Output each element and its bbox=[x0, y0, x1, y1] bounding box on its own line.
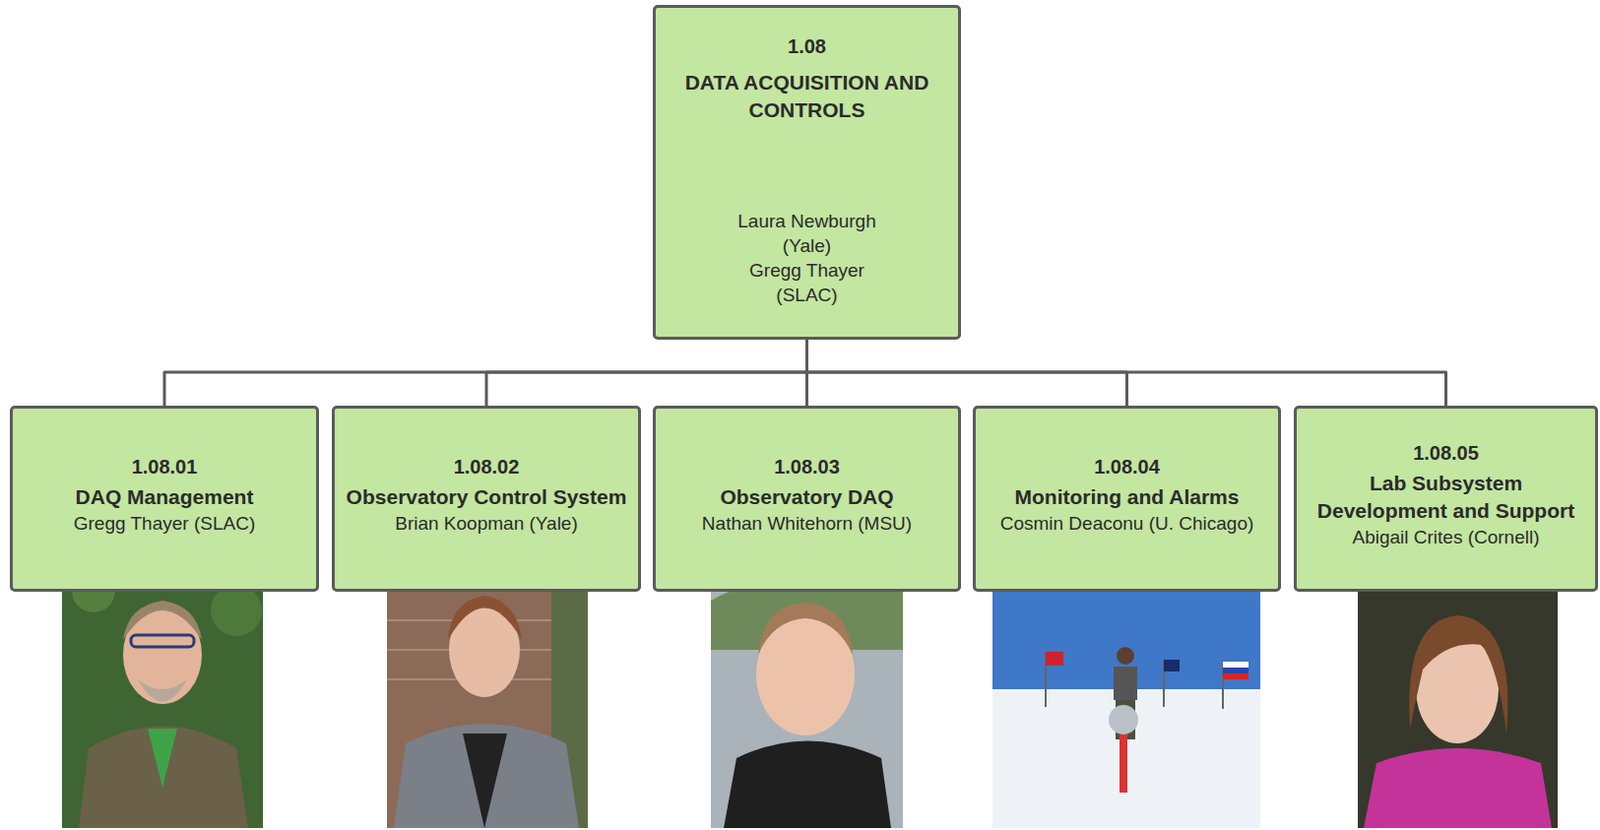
portrait-photo bbox=[386, 561, 588, 829]
section-title: Monitoring and Alarms bbox=[1015, 483, 1240, 512]
org-connector bbox=[164, 339, 808, 406]
wbs-number: 1.08.02 bbox=[453, 453, 520, 480]
team-box: 1.08.01DAQ ManagementGregg Thayer (SLAC) bbox=[9, 405, 320, 592]
portrait-photo bbox=[62, 561, 263, 829]
person-name: Gregg Thayer (SLAC) bbox=[729, 257, 886, 308]
person-name: Nathan Whitehorn (MSU) bbox=[702, 511, 912, 536]
section-title: Observatory DAQ bbox=[719, 483, 894, 512]
wbs-number: 1.08.01 bbox=[131, 453, 198, 480]
section-title: DATA ACQUISITION AND CONTROLS bbox=[663, 68, 951, 124]
org-connector bbox=[807, 339, 1447, 406]
team-box: 1.08.04Monitoring and AlarmsCosmin Deaco… bbox=[972, 405, 1281, 592]
department-box: 1.08DATA ACQUISITION AND CONTROLS Laura N… bbox=[652, 4, 961, 340]
portrait-photo bbox=[710, 561, 903, 829]
section-title: Lab Subsystem Development and Support bbox=[1304, 469, 1588, 524]
person-name: Brian Koopman (Yale) bbox=[394, 511, 578, 536]
wbs-number: 1.08 bbox=[787, 33, 827, 60]
portrait-photo bbox=[1357, 561, 1558, 829]
team-box: 1.08.05Lab Subsystem Development and Sup… bbox=[1293, 405, 1599, 592]
wbs-number: 1.08.05 bbox=[1412, 440, 1479, 466]
person-name: Gregg Thayer (SLAC) bbox=[73, 511, 256, 536]
section-title: Observatory Control System bbox=[346, 483, 628, 512]
wbs-number: 1.08.03 bbox=[773, 453, 840, 480]
team-box: 1.08.03Observatory DAQNathan Whitehorn (… bbox=[652, 405, 961, 592]
org-connector bbox=[486, 339, 808, 406]
wbs-number: 1.08.04 bbox=[1093, 453, 1160, 480]
portrait-photo bbox=[992, 561, 1261, 829]
person-name: Abigail Crites (Cornell) bbox=[1351, 524, 1539, 550]
section-title: DAQ Management bbox=[75, 483, 255, 512]
person-name: Cosmin Deaconu (U. Chicago) bbox=[1000, 511, 1255, 536]
person-name: Laura Newburgh (Yale) bbox=[729, 208, 886, 258]
team-box: 1.08.02Observatory Control SystemBrian K… bbox=[331, 405, 641, 592]
